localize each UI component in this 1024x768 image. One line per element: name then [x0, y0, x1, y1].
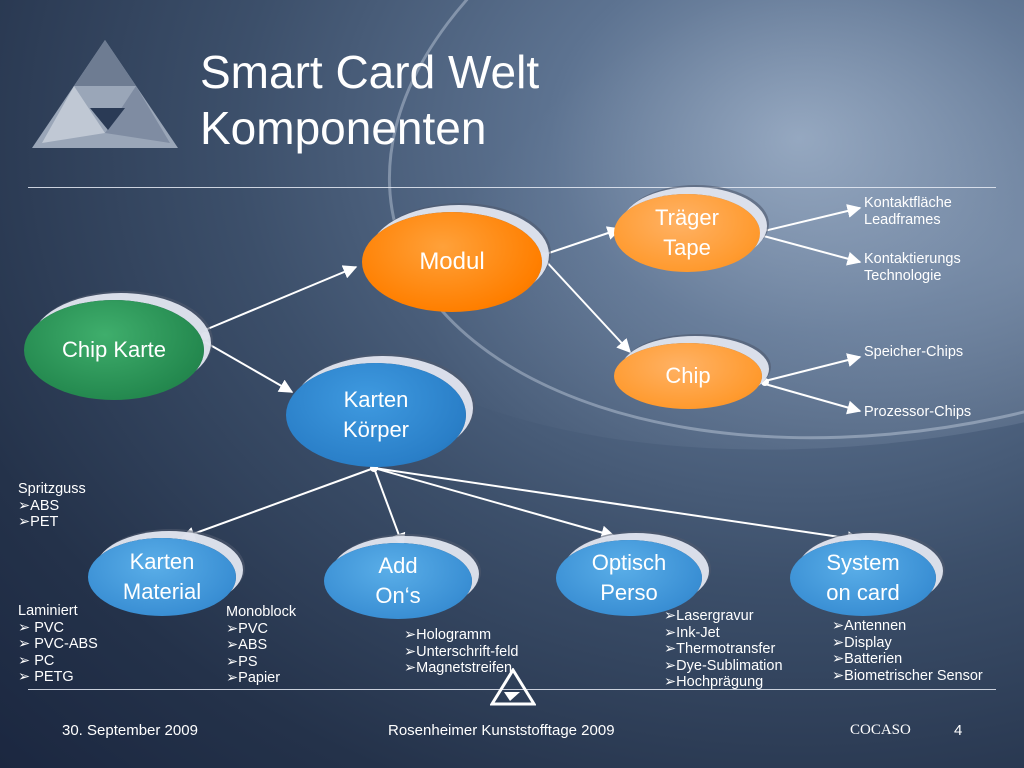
list-item: ➢Lasergravur	[664, 608, 754, 624]
list-item: ➢Unterschrift-feld	[404, 643, 519, 660]
edge-modul-chip	[542, 257, 631, 354]
node-chip: Chip	[614, 343, 762, 409]
bullet-arrow-icon: ➢	[226, 620, 239, 637]
footer-date: 30. September 2009	[62, 722, 198, 739]
list-laminiert: Laminiert ➢ PVC ➢ PVC-ABS ➢ PC ➢ PETG	[18, 603, 98, 686]
edge-chipkarte-modul	[204, 265, 358, 331]
bullet-arrow-icon: ➢	[18, 669, 35, 685]
label-line: Kontaktfläche	[864, 195, 952, 211]
list-item: ➢ABS	[226, 637, 268, 653]
node-optisch-perso: Optisch Perso	[556, 540, 702, 616]
list-item: ➢ PC	[18, 652, 55, 669]
label-line: Leadframes	[864, 211, 941, 228]
node-system-on-card: System on card	[790, 540, 936, 616]
edge-modul-traeger	[542, 226, 622, 256]
node-karten-koerper: Karten Körper	[286, 363, 466, 467]
list-item: ➢ PVC-ABS	[18, 636, 98, 652]
bullet-arrow-icon: ➢	[18, 619, 35, 636]
list-item: ➢PVC	[226, 620, 268, 637]
bullet-arrow-icon: ➢	[664, 641, 677, 657]
top-divider	[28, 187, 996, 188]
edge-traeger-kontakt	[759, 204, 862, 233]
list-system: ➢Antennen ➢Display ➢Batterien ➢Biometris…	[832, 618, 983, 684]
bullet-arrow-icon: ➢	[832, 618, 845, 634]
label-kontaktierung: Kontaktierungs Technologie	[864, 251, 961, 284]
list-item: ➢PET	[18, 514, 59, 530]
title-line-1: Smart Card Welt	[200, 46, 540, 98]
label-line: Kontaktierungs	[864, 251, 961, 267]
list-heading: Monoblock	[226, 604, 297, 620]
bullet-arrow-icon: ➢	[18, 497, 31, 514]
bullet-arrow-icon: ➢	[226, 670, 239, 686]
list-heading: Spritzguss	[18, 481, 86, 497]
edge-chip-speicher	[764, 353, 862, 382]
label-line: Technologie	[864, 267, 942, 284]
bottom-divider	[28, 689, 996, 690]
list-addons: ➢Hologramm ➢Unterschrift-feld ➢Magnetstr…	[404, 627, 519, 677]
node-traeger-tape: Träger Tape	[614, 194, 760, 272]
list-item: ➢PS	[226, 653, 258, 670]
bullet-arrow-icon: ➢	[18, 636, 35, 652]
list-heading: Laminiert	[18, 603, 78, 619]
bullet-arrow-icon: ➢	[664, 608, 677, 624]
list-item: ➢Biometrischer Sensor	[832, 667, 983, 684]
bullet-arrow-icon: ➢	[18, 514, 31, 530]
edge-koerper-addons	[373, 467, 406, 548]
list-item: ➢ PETG	[18, 669, 74, 685]
bullet-arrow-icon: ➢	[664, 624, 677, 641]
title-line-2: Komponenten	[200, 102, 487, 154]
list-monoblock: Monoblock ➢PVC ➢ABS ➢PS ➢Papier	[226, 604, 296, 687]
node-karten-material: Karten Material	[88, 538, 236, 616]
label-speicher-chips: Speicher-Chips	[864, 344, 964, 360]
list-item: ➢Papier	[226, 670, 281, 686]
edge-traeger-kontaktierung	[759, 234, 862, 266]
bullet-arrow-icon: ➢	[404, 643, 417, 660]
list-item: ➢Magnetstreifen	[404, 660, 513, 676]
list-item: ➢ PVC	[18, 619, 65, 636]
logo-icon	[32, 40, 178, 148]
list-item: ➢Hologramm	[404, 627, 492, 643]
edge-chipkarte-koerper	[204, 341, 294, 393]
edge-koerper-material	[180, 467, 375, 541]
footer-brand: COCASO	[850, 722, 911, 738]
edge-koerper-system	[373, 467, 862, 546]
node-add-ons: Add On‘s	[324, 543, 472, 619]
list-item: ➢Ink-Jet	[664, 624, 720, 641]
page-title: Smart Card Welt Komponenten	[200, 44, 539, 156]
bullet-arrow-icon: ➢	[664, 674, 677, 690]
edge-chip-prozessor	[764, 383, 862, 415]
bullet-arrow-icon: ➢	[18, 652, 35, 669]
node-chip-karte: Chip Karte	[24, 300, 204, 400]
footer-event: Rosenheimer Kunststofftage 2009	[388, 722, 615, 739]
bullet-arrow-icon: ➢	[404, 660, 417, 676]
list-item: ➢Thermotransfer	[664, 641, 776, 657]
bullet-arrow-icon: ➢	[664, 657, 677, 674]
node-modul: Modul	[362, 212, 542, 312]
list-item: ➢Batterien	[832, 651, 903, 667]
list-spritzguss: Spritzguss ➢ABS ➢PET	[18, 481, 86, 531]
label-kontaktflaeche: Kontaktfläche Leadframes	[864, 195, 952, 228]
list-item: ➢Hochprägung	[664, 674, 764, 690]
bullet-arrow-icon: ➢	[832, 651, 845, 667]
bullet-arrow-icon: ➢	[404, 627, 417, 643]
list-optisch: ➢Lasergravur ➢Ink-Jet ➢Thermotransfer ➢D…	[664, 608, 783, 691]
list-item: ➢Antennen	[832, 618, 907, 634]
bullet-arrow-icon: ➢	[832, 634, 845, 651]
list-item: ➢ABS	[18, 497, 60, 514]
footer-page-number: 4	[954, 722, 963, 739]
list-item: ➢Display	[832, 634, 892, 651]
connector-dot	[761, 378, 769, 386]
list-item: ➢Dye-Sublimation	[664, 657, 783, 674]
footer-logo-icon	[490, 668, 536, 706]
bullet-arrow-icon: ➢	[832, 667, 845, 684]
bullet-arrow-icon: ➢	[226, 637, 239, 653]
label-prozessor-chips: Prozessor-Chips	[864, 404, 972, 420]
edge-koerper-optisch	[373, 467, 616, 540]
bullet-arrow-icon: ➢	[226, 653, 239, 670]
connector-dot	[201, 332, 209, 340]
